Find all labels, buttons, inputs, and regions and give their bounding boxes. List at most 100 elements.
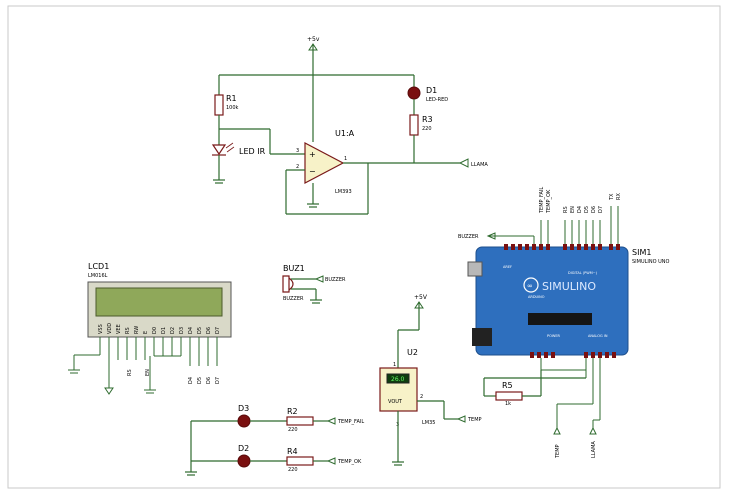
r2-resistor[interactable] <box>286 416 314 426</box>
arduino-sub: ARDUINO <box>528 295 545 299</box>
lcd-pin-label: VDD <box>107 323 113 334</box>
r4-resistor[interactable] <box>286 456 314 466</box>
r5-ref: R5 <box>502 381 513 390</box>
led-ir-label: LED IR <box>239 147 266 156</box>
sim1-ref: SIM1 <box>632 248 651 257</box>
svg-text:+: + <box>309 150 316 159</box>
u2-temp-net: TEMP <box>467 417 482 423</box>
d2-led[interactable] <box>237 454 251 468</box>
lcd-net-rs: RS <box>127 369 133 376</box>
net-llama-bottom: LLAMA <box>591 441 597 458</box>
u2-pin1: 1 <box>393 362 396 368</box>
net-d6-top: D6 <box>591 206 597 213</box>
lcd-pin-label: D4 <box>188 327 194 334</box>
u1-pin2: 2 <box>296 164 299 170</box>
d3-ref: D3 <box>238 404 249 413</box>
atmega-chip <box>528 313 592 325</box>
lcd-value: LM016L <box>88 273 108 279</box>
d1-ref: D1 <box>426 86 437 95</box>
u2-display-value: 26.0 <box>391 376 405 383</box>
svg-text:−: − <box>309 167 316 176</box>
net-d5-top: D5 <box>584 206 590 213</box>
buzzer-net: BUZZER <box>325 277 346 283</box>
d2-ref: D2 <box>238 444 249 453</box>
status-leds-section: D3 R2 220 TEMP_FAIL D2 R4 220 TEMP_OK <box>185 404 364 476</box>
net-tx: TX <box>609 193 615 201</box>
temp-ok-net: TEMP_OK <box>337 459 362 465</box>
buzzer-net-left: BUZZER <box>458 234 479 240</box>
u2-ref: U2 <box>407 348 418 357</box>
analog-label: ANALOG IN <box>588 334 608 338</box>
temp-fail-net: TEMP_FAIL <box>337 419 364 425</box>
u1-opamp[interactable] <box>304 142 345 184</box>
arduino-board[interactable] <box>475 246 629 356</box>
sim1-value: SIMULINO UNO <box>632 259 670 265</box>
lcd-pin-label: D0 <box>152 327 158 334</box>
lcd-pin-label: D5 <box>197 327 203 334</box>
lcd-net-d4: D4 <box>188 377 194 384</box>
buz-value: BUZZER <box>283 296 304 302</box>
u1-pin1: 1 <box>344 156 347 162</box>
net-d7-top: D7 <box>598 206 604 213</box>
lcd-pin-label: VSS <box>98 324 104 334</box>
u2-display <box>386 373 410 384</box>
net-en-top: EN <box>570 206 576 213</box>
digital-label: DIGITAL (PWM~) <box>568 271 598 275</box>
lcd-pin-label: E <box>143 331 149 334</box>
d1-value: LED-RED <box>426 97 448 103</box>
sheet-border <box>7 5 721 489</box>
svg-text:∞: ∞ <box>527 282 533 290</box>
lcd-screen <box>95 287 223 317</box>
net-temp-bottom: TEMP <box>555 444 561 459</box>
u1-value: LM393 <box>335 189 352 195</box>
llama-net: LLAMA <box>471 162 488 168</box>
power-jack <box>472 328 492 346</box>
net-rs-top: RS <box>563 206 569 213</box>
lcd-pin-label: D2 <box>170 327 176 334</box>
lcd-pin-label: D6 <box>206 327 212 334</box>
r3-resistor[interactable] <box>409 114 419 136</box>
buzzer-icon[interactable] <box>282 275 294 293</box>
lcd-pin-label: VEE <box>116 324 122 334</box>
r1-resistor[interactable] <box>214 94 224 116</box>
supply-label: +5v <box>307 36 320 43</box>
net-temp-fail-top: TEMP_FAIL <box>539 187 545 214</box>
led-ir[interactable] <box>211 144 227 156</box>
d3-led[interactable] <box>237 414 251 428</box>
d1-led[interactable] <box>407 86 421 100</box>
lcd-pin-label: D3 <box>179 327 185 334</box>
lcd-net-en: EN <box>145 369 151 376</box>
net-d4-top: D4 <box>577 206 583 213</box>
r2-ref: R2 <box>287 407 298 416</box>
buz-ref: BUZ1 <box>283 264 305 273</box>
power-arrow <box>308 43 318 51</box>
r3-ref: R3 <box>422 115 433 124</box>
u1-pin3: 3 <box>296 148 299 154</box>
lcd-pin-label: D7 <box>215 327 221 334</box>
lcd-pin-label: RW <box>134 326 140 334</box>
u2-vout: VOUT <box>388 399 403 405</box>
r2-value: 220 <box>288 427 298 433</box>
net-temp-ok-top: TEMP_OK <box>546 189 552 214</box>
opamp-section: +5v R1 100k LED IR + − U1:A LM393 3 2 1 <box>211 36 488 215</box>
arduino-logo-icon <box>523 277 539 293</box>
lcd-ref: LCD1 <box>88 262 109 271</box>
lcd-net-d6: D6 <box>206 377 212 384</box>
lcd-pin-label: RS <box>125 327 131 334</box>
aref-label: AREF <box>503 265 512 269</box>
power-label: POWER <box>547 334 561 338</box>
u2-value: LM35 <box>422 420 435 426</box>
r3-value: 220 <box>422 126 432 132</box>
r5-resistor[interactable] <box>495 391 523 401</box>
u2-pin2: 2 <box>420 394 423 400</box>
usb-port <box>467 261 483 277</box>
lcd-pin-label: D1 <box>161 327 167 334</box>
arduino-section: TEMP_FAIL TEMP_OK RS EN D4 D5 D6 D7 TX R… <box>458 187 670 459</box>
r1-ref: R1 <box>226 94 237 103</box>
lcd-net-d5: D5 <box>197 377 203 384</box>
r1-value: 100k <box>226 105 239 111</box>
r4-ref: R4 <box>287 447 298 456</box>
